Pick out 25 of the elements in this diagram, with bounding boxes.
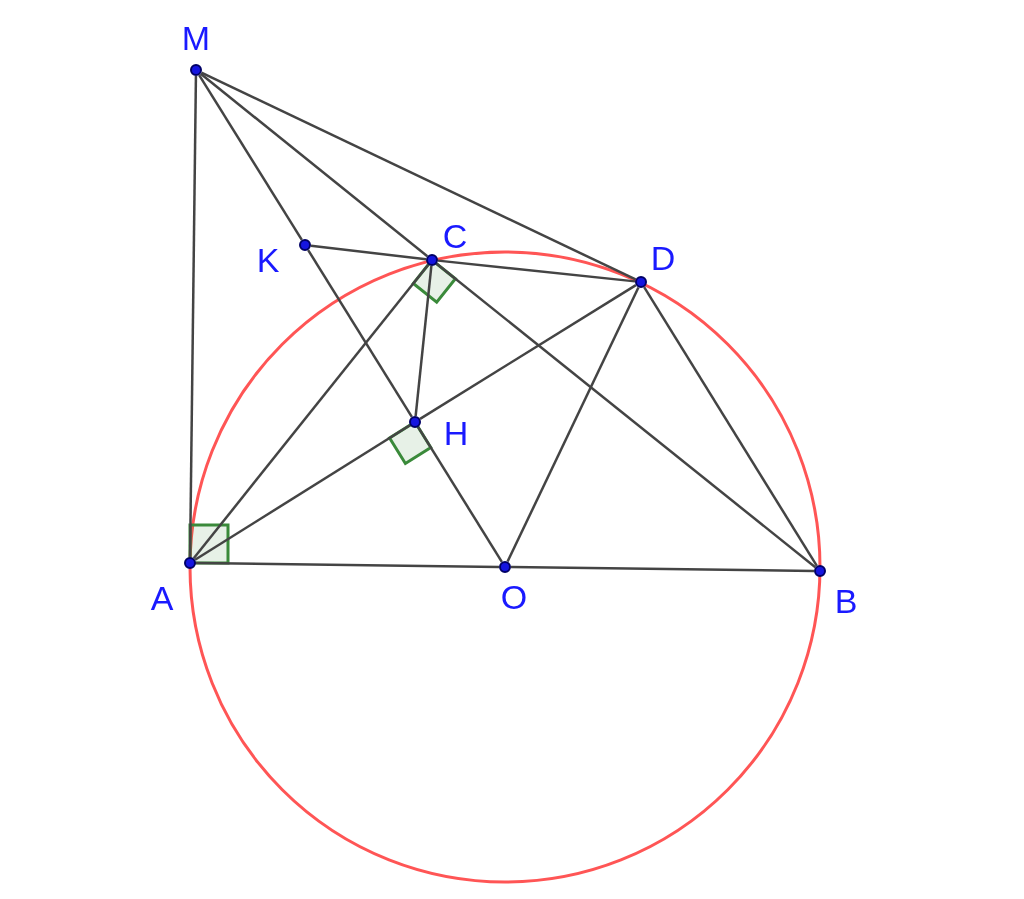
line-segment (200, 71, 637, 281)
line-segment (435, 262, 817, 569)
line-segment (511, 565, 814, 573)
line-segment (506, 286, 640, 563)
line-segment (196, 561, 499, 569)
point-label: C (442, 219, 468, 253)
line-segment (414, 265, 433, 417)
line-segment (198, 74, 303, 241)
line-segment (307, 249, 413, 418)
line-segment (199, 72, 429, 258)
line-segment (437, 259, 636, 283)
line-segment (417, 426, 503, 563)
line-segment (194, 424, 411, 561)
line-segment (192, 263, 430, 560)
line-segment (419, 284, 637, 420)
point-label: D (650, 241, 676, 275)
point-label: B (834, 584, 858, 618)
point-label: K (256, 243, 280, 277)
line-segment (188, 76, 198, 557)
line-segment (310, 244, 427, 261)
line-segment (643, 286, 818, 567)
point-label: M (181, 21, 211, 55)
point-label: H (443, 416, 469, 450)
point-label: O (500, 580, 528, 614)
point-label: A (150, 581, 174, 615)
